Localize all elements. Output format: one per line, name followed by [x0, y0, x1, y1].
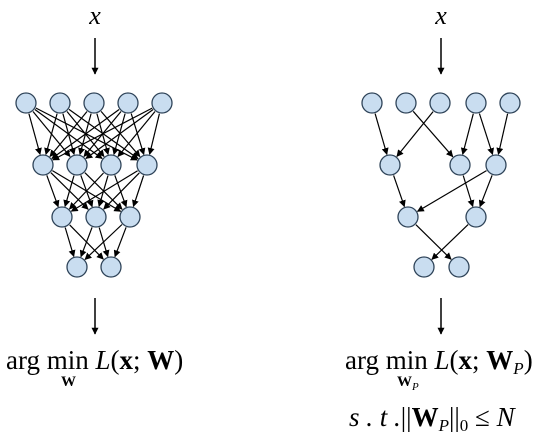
dense-edge-l0-3-to-3 [130, 113, 146, 156]
close-paren: ) [174, 345, 184, 375]
dense-edge-l0-3-to-0 [51, 109, 120, 159]
pruned-input-label: x [434, 1, 447, 30]
dense-neuron-l0-1 [49, 92, 71, 114]
dense-neuron-l0-2 [83, 92, 105, 114]
pruned-neuron-l2-0 [397, 206, 419, 228]
budget-symbol: N [496, 402, 515, 432]
dense-edge-l1-3-to-1 [103, 172, 140, 210]
dense-neuron-l0-4 [151, 92, 173, 114]
pruned-neuron-l0-0 [361, 92, 383, 114]
dense-nodes [15, 92, 173, 278]
dense-objective: arg min L(x; W) W [6, 345, 184, 390]
dense-neuron-l1-1 [66, 154, 88, 176]
separator: ; [472, 345, 487, 375]
argmin-subscript-w: W [397, 374, 412, 390]
pruned-edge-l0-4-to-2 [496, 113, 509, 155]
weights-subscript: P [513, 359, 524, 378]
dense-neuron-l0-0 [15, 92, 37, 114]
argmin-subscript: W [61, 374, 76, 390]
norm-subscript: 0 [459, 416, 469, 435]
argmin-subscript: WP [397, 375, 419, 393]
dense-neuron-l1-0 [32, 154, 54, 176]
dense-edge-l1-1-to-0 [63, 175, 75, 208]
weights-symbol: W [486, 345, 514, 375]
such-that-text: s . t . [349, 402, 401, 432]
dense-edge-l1-2-to-0 [69, 172, 104, 210]
dense-edge-l0-4-to-0 [52, 107, 153, 161]
dense-neuron-l3-0 [66, 256, 88, 278]
dense-neuron-l0-3 [117, 92, 139, 114]
dense-network-panel: x [15, 1, 173, 335]
argmin-subscript-p: P [412, 381, 419, 393]
pruned-neuron-l0-1 [395, 92, 417, 114]
dense-edge-l2-0-to-0 [64, 227, 76, 258]
dense-edge-l0-0-to-0 [28, 113, 42, 156]
loss-symbol: L [434, 345, 450, 375]
pruned-neuron-l1-0 [379, 154, 401, 176]
dense-edge-l0-4-to-1 [85, 109, 154, 159]
dense-neuron-l1-2 [100, 154, 122, 176]
pruned-neuron-l0-4 [499, 92, 521, 114]
input-symbol: x [458, 345, 473, 375]
dense-neuron-l2-1 [85, 206, 107, 228]
dense-edge-l1-0-to-0 [46, 175, 60, 208]
pruned-edges [374, 110, 509, 260]
loss-symbol: L [95, 345, 111, 375]
dense-edge-l1-3-to-2 [132, 175, 145, 208]
pruned-neuron-l1-1 [449, 154, 471, 176]
leq-symbol: ≤ [475, 402, 490, 432]
dense-neuron-l3-1 [100, 256, 122, 278]
pruned-nodes [361, 92, 521, 278]
open-paren: ( [449, 345, 459, 375]
dense-edge-l2-2-to-0 [84, 224, 123, 260]
dense-edge-l1-2-to-2 [114, 175, 128, 208]
weights-symbol: W [411, 402, 439, 432]
dense-edge-l0-4-to-2 [117, 111, 156, 158]
open-paren: ( [110, 345, 120, 375]
separator: ; [133, 345, 148, 375]
dense-neuron-l2-0 [51, 206, 73, 228]
pruned-edge-l1-2-to-1 [478, 175, 493, 208]
pruned-network-panel: x [361, 1, 521, 335]
pruned-edge-l0-1-to-1 [412, 110, 454, 158]
pruned-edge-l1-2-to-0 [416, 170, 487, 212]
pruned-edge-l0-2-to-0 [396, 111, 434, 157]
pruned-objective: arg min L(x; WP) WP [345, 345, 533, 393]
dense-edge-l2-2-to-1 [113, 227, 127, 258]
norm-open: || [400, 402, 412, 432]
pruned-neuron-l2-1 [465, 206, 487, 228]
argmin-text: arg min [345, 345, 428, 375]
sparsity-constraint: s . t .||WP||0 ≤ N [349, 402, 515, 435]
close-paren: ) [523, 345, 533, 375]
dense-edge-l2-1-to-0 [79, 227, 93, 258]
pruned-edge-l2-1-to-0 [431, 224, 469, 260]
dense-edge-l1-3-to-0 [70, 170, 138, 212]
argmin-text: arg min [6, 345, 89, 375]
pruned-edge-l0-3-to-1 [460, 113, 474, 155]
pruned-neuron-l0-3 [465, 92, 487, 114]
pruned-neuron-l1-2 [485, 154, 507, 176]
norm-close: || [448, 402, 460, 432]
pruned-edge-l2-0-to-1 [415, 224, 452, 260]
weights-symbol: W [147, 345, 175, 375]
dense-edge-l0-4-to-3 [147, 113, 160, 155]
dense-edge-l0-1-to-0 [44, 113, 58, 156]
dense-edge-l0-2-to-0 [49, 111, 88, 158]
pruned-edge-l0-3-to-2 [478, 113, 495, 156]
dense-edges [28, 107, 160, 260]
dense-input-label: x [88, 1, 101, 30]
pruned-neuron-l3-1 [448, 256, 470, 278]
pruned-edge-l1-0-to-0 [393, 175, 406, 208]
dense-neuron-l2-2 [119, 206, 141, 228]
pruned-edge-l1-1-to-1 [462, 175, 475, 208]
pruned-neuron-l0-2 [429, 92, 451, 114]
pruned-neuron-l3-0 [413, 256, 435, 278]
pruned-edge-l0-0-to-0 [374, 113, 389, 156]
input-symbol: x [119, 345, 134, 375]
weights-subscript: P [438, 416, 449, 435]
dense-neuron-l1-3 [136, 154, 158, 176]
